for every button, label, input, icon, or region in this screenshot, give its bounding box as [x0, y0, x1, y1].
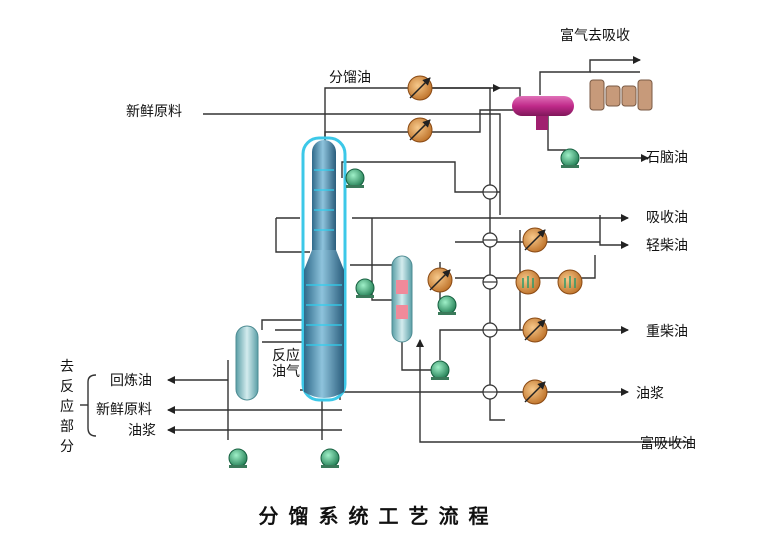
pump-icon[interactable]: [228, 448, 248, 468]
naphtha-label: 石脑油: [646, 150, 688, 166]
light-diesel-label: 轻柴油: [646, 238, 688, 254]
rich-absorption-oil-label: 富吸收油: [640, 436, 696, 452]
heat-exchanger-icon[interactable]: [522, 379, 548, 405]
to-reaction-section-label: 去 反 应 部 分: [60, 359, 74, 455]
valve-icon[interactable]: [482, 322, 498, 338]
recycle-oil-label: 回炼油: [110, 373, 152, 389]
valve-icon[interactable]: [482, 274, 498, 290]
absorption-oil-label: 吸收油: [646, 210, 688, 226]
valve-icon[interactable]: [482, 184, 498, 200]
slurry-left-label: 油浆: [128, 423, 156, 439]
valve-icon[interactable]: [482, 232, 498, 248]
pumps: [228, 148, 580, 468]
fractionation-oil-label: 分馏油: [329, 70, 371, 86]
pump-icon[interactable]: [437, 295, 457, 315]
heat-exchanger-icon[interactable]: [407, 117, 433, 143]
valves: [482, 184, 498, 400]
slurry-right-label: 油浆: [636, 386, 664, 402]
heavy-diesel-label: 重柴油: [646, 324, 688, 340]
cooler-icon[interactable]: [515, 269, 541, 295]
reflux-receiver[interactable]: [512, 96, 574, 130]
pump-icon[interactable]: [355, 278, 375, 298]
pump-icon[interactable]: [345, 168, 365, 188]
heat-exchanger-icon[interactable]: [407, 75, 433, 101]
pump-icon[interactable]: [430, 360, 450, 380]
valve-icon[interactable]: [482, 384, 498, 400]
pump-icon[interactable]: [560, 148, 580, 168]
reaction-gas-label: 反应 油气: [272, 348, 300, 380]
diagram-title: 分馏系统工艺流程: [258, 504, 499, 528]
fractionator-column[interactable]: [301, 136, 347, 402]
fresh-feed-bottom-label: 新鲜原料: [96, 402, 152, 418]
recycle-oil-tank[interactable]: [235, 325, 259, 401]
heat-exchanger-icon[interactable]: [522, 317, 548, 343]
heat-exchanger-icon[interactable]: [427, 267, 453, 293]
cooler-icon[interactable]: [557, 269, 583, 295]
pump-icon[interactable]: [320, 448, 340, 468]
gas-compressor[interactable]: [589, 79, 653, 111]
fresh-feed-top-label: 新鲜原料: [126, 104, 182, 120]
heat-exchangers: [407, 75, 583, 405]
stripper-vessel[interactable]: [391, 255, 413, 343]
heat-exchanger-icon[interactable]: [522, 227, 548, 253]
rich-gas-label: 富气去吸收: [560, 28, 630, 44]
